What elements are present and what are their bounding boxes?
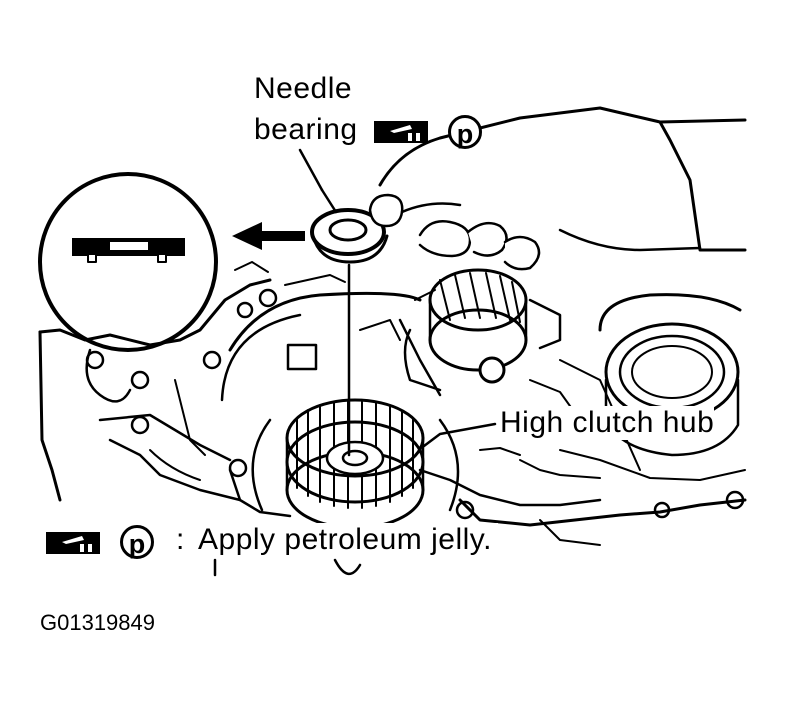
needle-bearing-part — [310, 188, 389, 264]
needle-label-line2: bearing — [254, 113, 358, 146]
magnified-detail-circle — [38, 172, 218, 352]
transmission-case — [38, 261, 747, 577]
needle-leader-line — [298, 148, 324, 192]
magnify-arrow — [232, 222, 305, 250]
grease-applicator-legend-icon — [46, 532, 100, 554]
hub-label: High clutch hub — [500, 406, 715, 440]
hand-drawing — [368, 106, 747, 271]
needle-label-line1: Needle — [254, 72, 353, 105]
legend-colon: : — [172, 523, 189, 557]
legend-text: Apply petroleum jelly. — [198, 523, 498, 557]
gear-drawing — [403, 268, 562, 392]
figure-id: G01319849 — [40, 610, 155, 635]
hub-leader-line — [422, 422, 497, 448]
petroleum-symbol-icon: p — [448, 115, 482, 149]
grease-applicator-icon — [374, 121, 428, 143]
high-clutch-hub-part — [251, 398, 460, 530]
petroleum-legend-icon: p — [120, 525, 154, 559]
